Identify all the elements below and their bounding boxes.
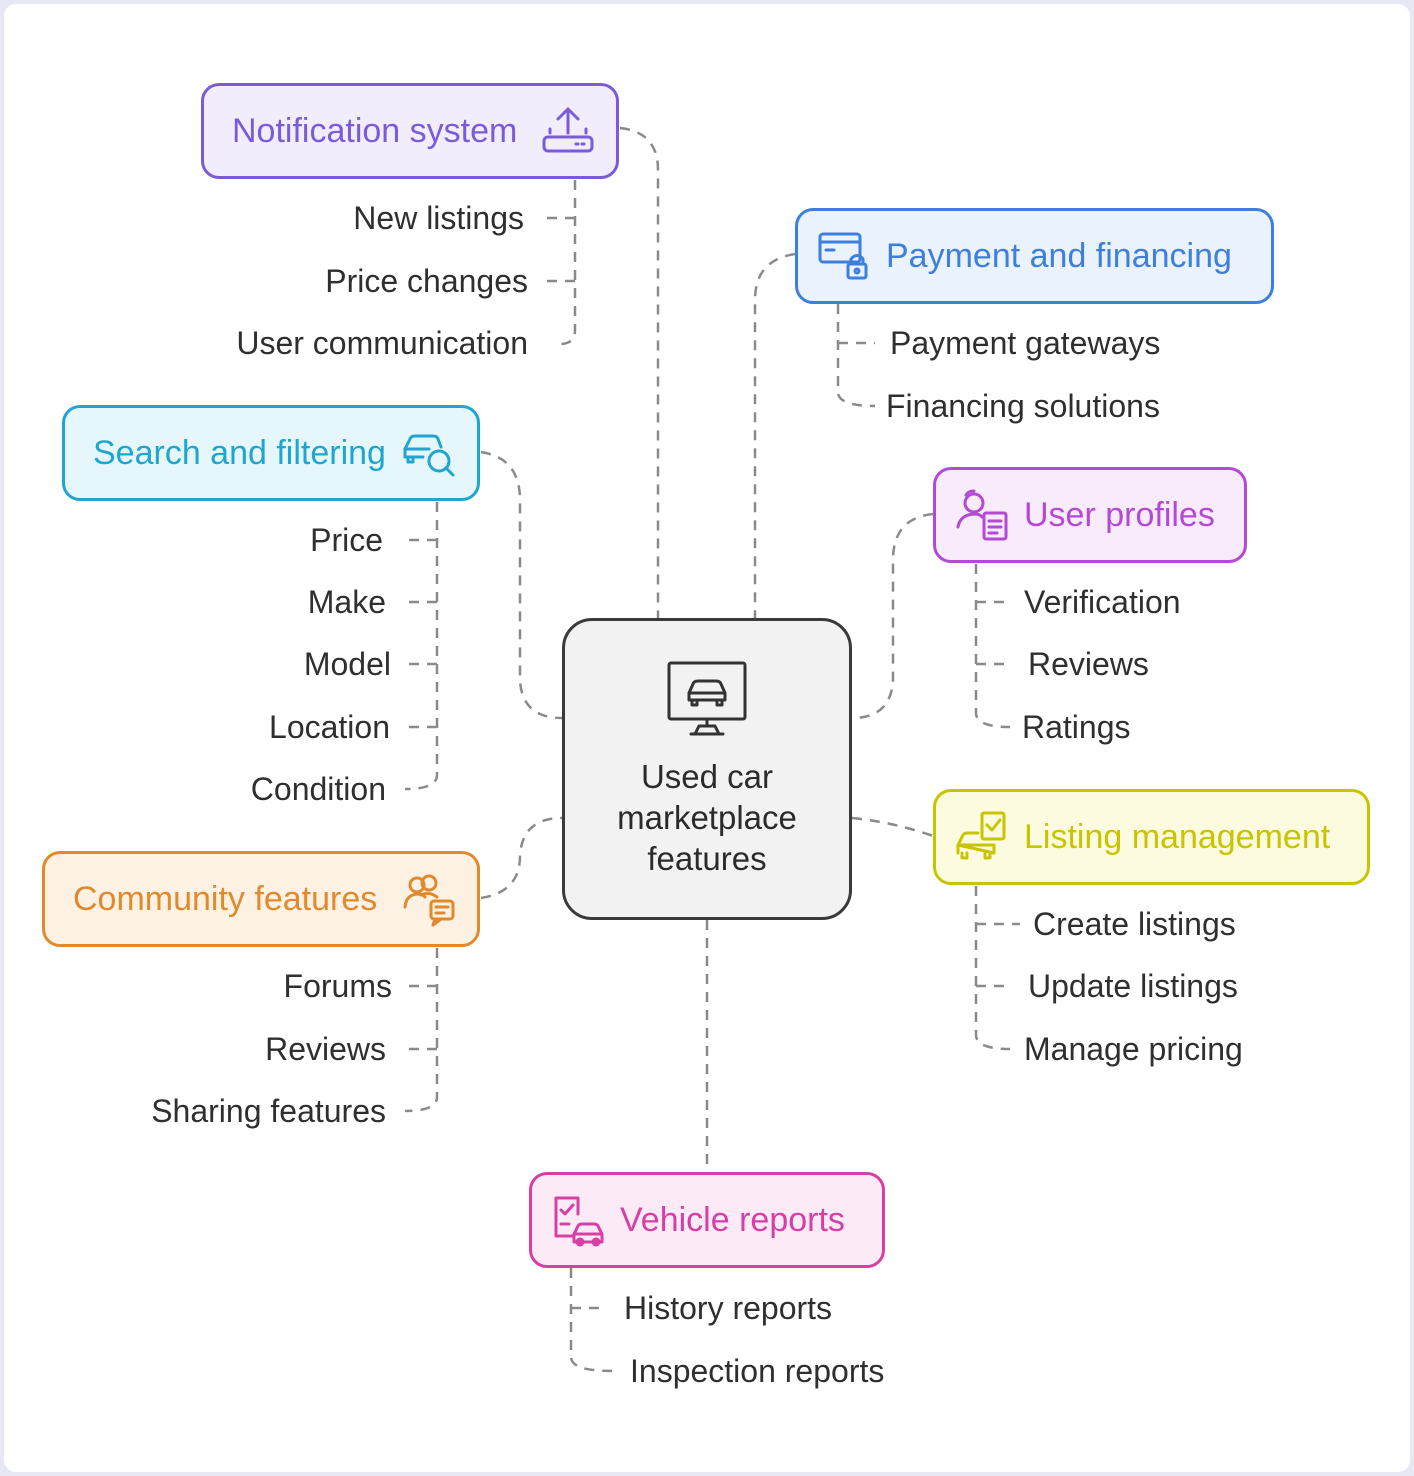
upload-router-icon xyxy=(540,103,596,159)
central-topic-title: Used car marketplace features xyxy=(617,757,797,877)
user-document-icon xyxy=(954,487,1010,543)
item-ratings: Ratings xyxy=(1022,709,1131,745)
branch-title: Payment and financing xyxy=(886,236,1232,275)
credit-card-lock-icon xyxy=(816,228,872,284)
connector-notification xyxy=(619,126,660,618)
item-model: Model xyxy=(303,646,391,682)
users-chat-icon xyxy=(401,871,457,927)
item-location: Location xyxy=(269,709,390,745)
item-reviews-profiles: Reviews xyxy=(1028,646,1149,682)
connector-payment xyxy=(753,252,796,618)
branch-title: Vehicle reports xyxy=(620,1200,845,1239)
branch-title: Listing management xyxy=(1024,817,1331,856)
item-manage-pricing: Manage pricing xyxy=(1024,1031,1243,1067)
item-update-listings: Update listings xyxy=(1028,968,1238,1004)
branch-title: Notification system xyxy=(232,111,518,150)
branch-title: Community features xyxy=(73,879,378,918)
branch-listing-management: Listing management xyxy=(933,789,1370,885)
branch-title: Search and filtering xyxy=(93,433,386,472)
item-reviews-community: Reviews xyxy=(265,1031,386,1067)
item-price: Price xyxy=(310,522,383,558)
branch-title: User profiles xyxy=(1024,495,1215,534)
item-inspection-reports: Inspection reports xyxy=(630,1353,885,1389)
item-sharing-features: Sharing features xyxy=(151,1093,386,1129)
item-financing-solutions: Financing solutions xyxy=(886,388,1160,424)
item-new-listings: New listings xyxy=(353,200,524,236)
connector-profiles xyxy=(851,512,934,720)
report-car-icon xyxy=(550,1192,606,1248)
item-price-changes: Price changes xyxy=(325,263,528,299)
item-payment-gateways: Payment gateways xyxy=(890,325,1161,361)
connector-search xyxy=(480,450,563,720)
car-checklist-icon xyxy=(954,809,1010,865)
item-create-listings: Create listings xyxy=(1033,906,1236,942)
item-forums: Forums xyxy=(283,968,392,1004)
item-user-communication: User communication xyxy=(236,325,528,361)
connector-listing xyxy=(851,816,934,838)
connector-community xyxy=(480,816,563,900)
branch-search-and-filtering: Search and filtering xyxy=(62,405,480,501)
item-make: Make xyxy=(307,584,386,620)
item-history-reports: History reports xyxy=(624,1290,833,1326)
monitor-car-icon xyxy=(667,661,747,735)
central-topic: Used car marketplace features xyxy=(562,618,852,920)
branch-vehicle-reports: Vehicle reports xyxy=(529,1172,885,1268)
branch-user-profiles: User profiles xyxy=(933,467,1247,563)
branch-notification-system: Notification system xyxy=(201,83,619,179)
branch-payment-and-financing: Payment and financing xyxy=(795,208,1274,304)
item-condition: Condition xyxy=(250,771,386,807)
item-verification: Verification xyxy=(1024,584,1181,620)
car-search-icon xyxy=(401,425,457,481)
branch-community-features: Community features xyxy=(42,851,480,947)
